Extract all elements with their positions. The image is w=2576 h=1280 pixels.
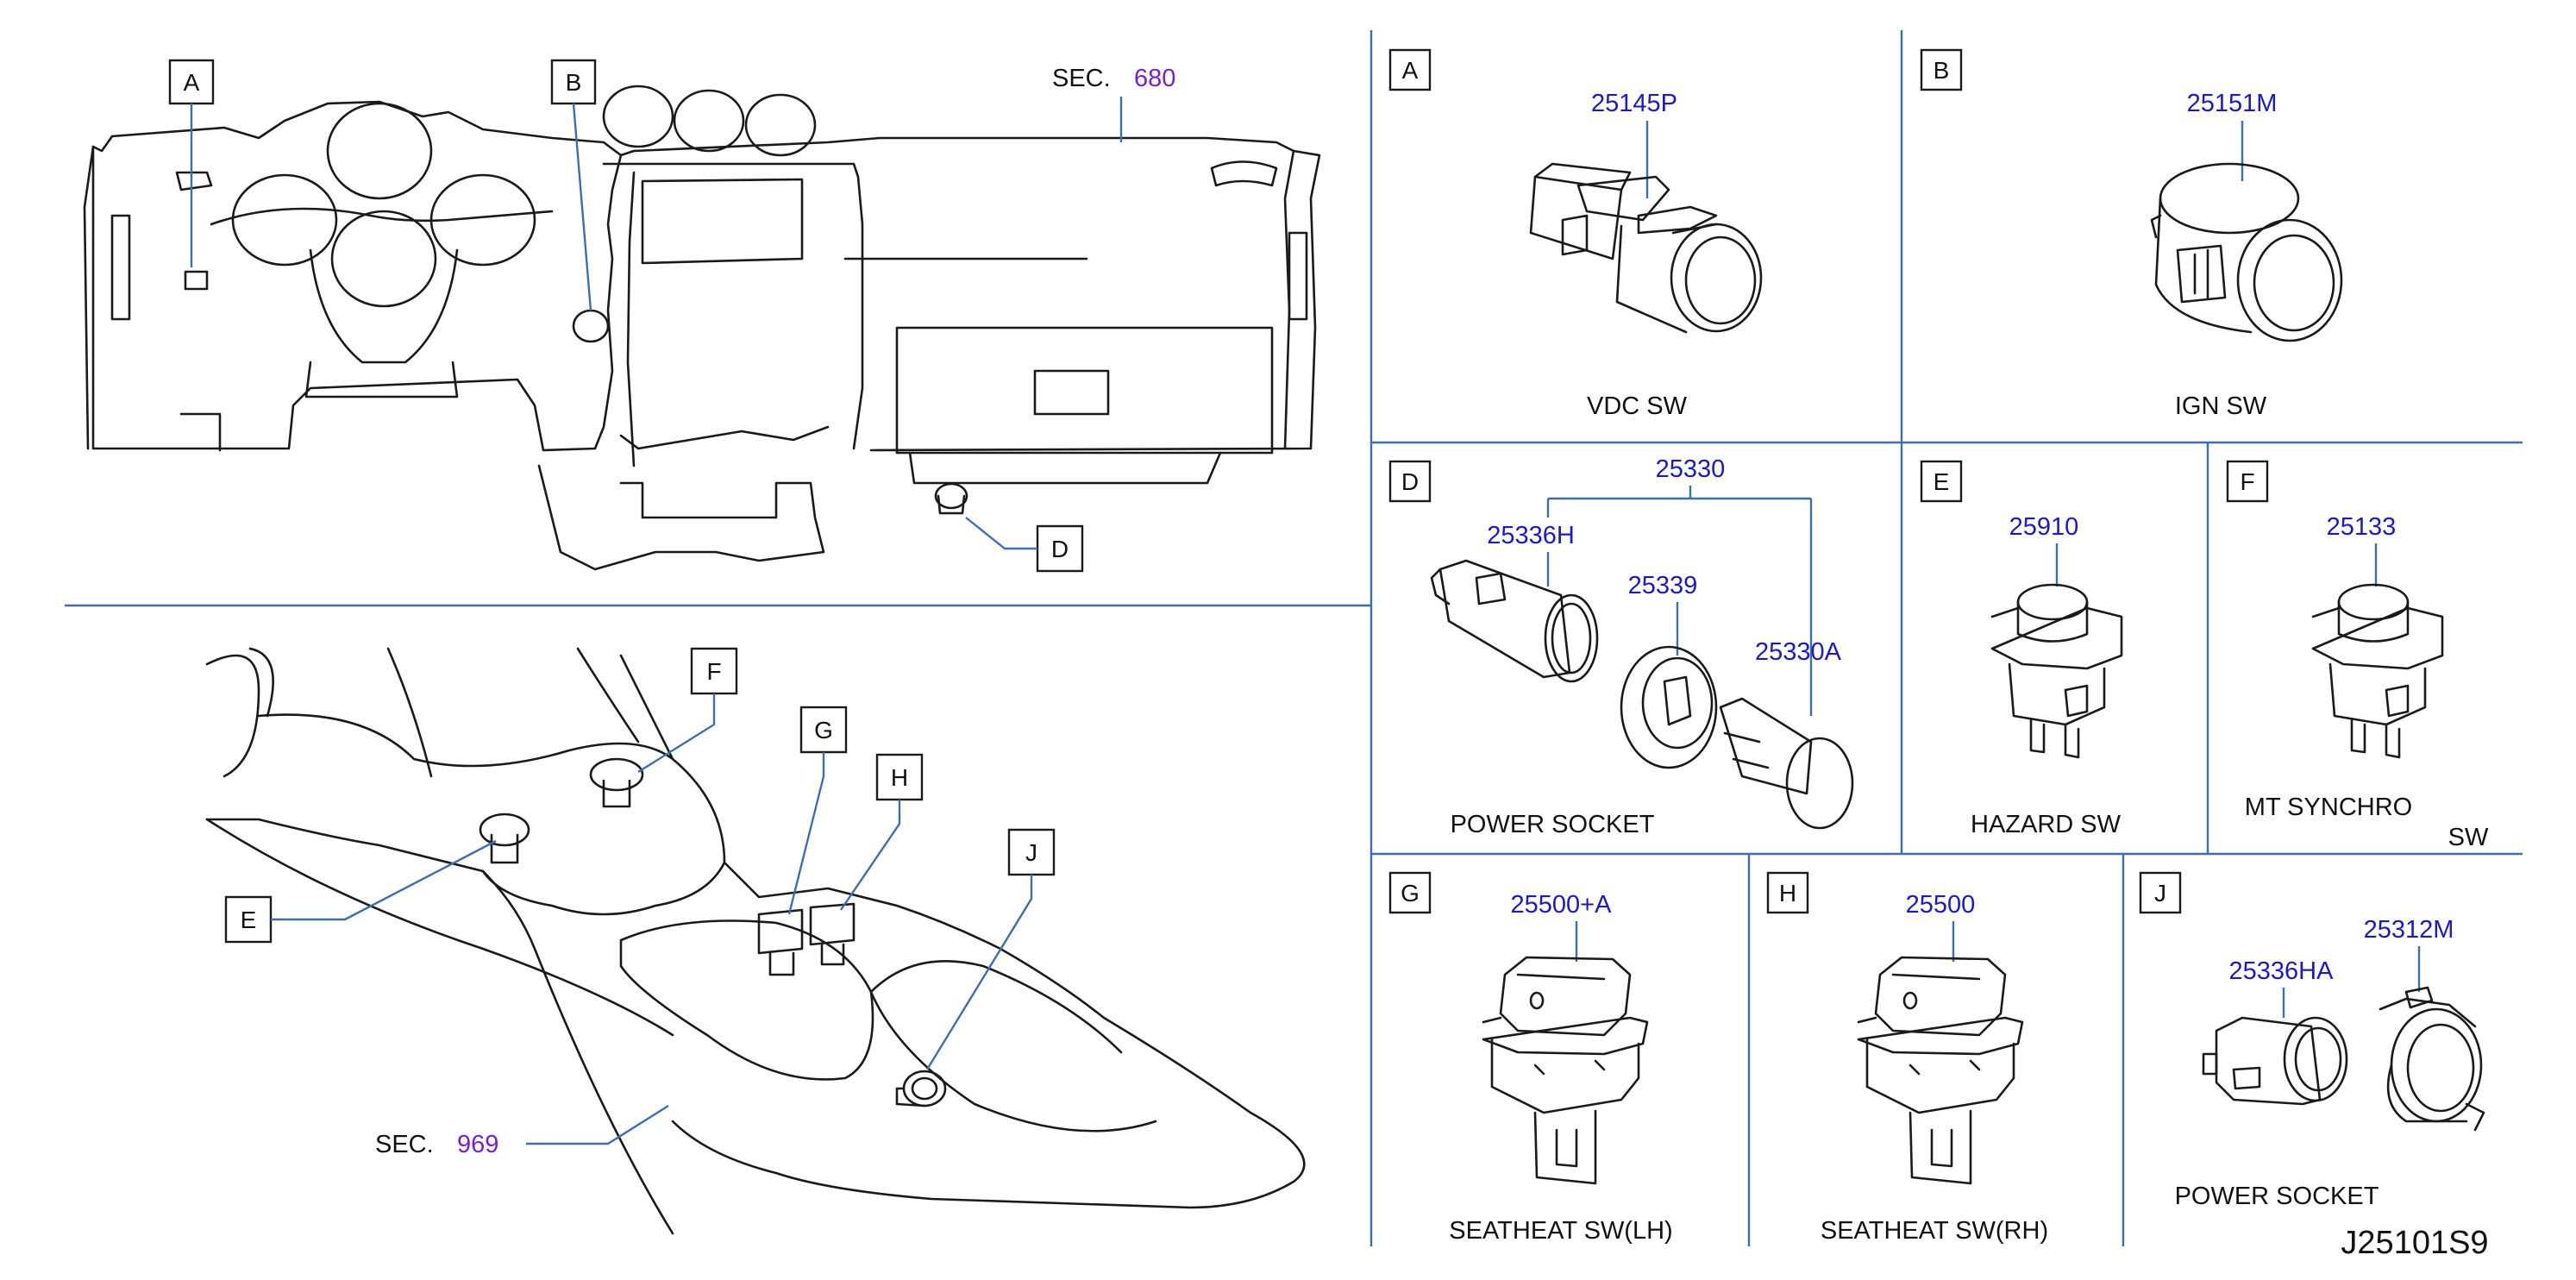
sec-969-number: 969 [457,1131,498,1158]
callout-E-letter: E [241,907,257,933]
panel-F-caption-line-1: MT SYNCHRO [2245,794,2412,821]
panel-J: J 25336HA 25312M POWER SOCKET [2139,871,2485,1210]
panel-H-letter: H [1779,880,1796,907]
panel-G-caption: SEATHEAT SW(LH) [1449,1217,1672,1245]
panel-D-group-number: 25330 [1656,455,1726,483]
panel-B: B 25151M IGN SW [1920,48,2343,420]
panel-E-part-number: 25910 [2009,513,2079,541]
panel-D-part-1: 25336H [1487,522,1575,549]
panel-E: E 25910 HAZARD SW [1920,460,2123,838]
callout-G-letter: G [814,717,833,744]
callout-E: E [224,839,497,944]
panel-G: G 25500+A SEATHEAT SW(LH) [1388,871,1673,1245]
callout-D: D [965,517,1084,573]
diagram-number: J25101S9 [2341,1225,2488,1261]
sec-680-label: SEC. [1052,65,1111,92]
callout-D-letter: D [1051,536,1069,562]
panel-F-letter: F [2240,468,2254,495]
sec-969-label: SEC. [375,1131,434,1158]
console-drawing [205,647,1306,1235]
panel-H-caption: SEATHEAT SW(RH) [1821,1217,2048,1245]
panel-B-part-number: 25151M [2187,90,2278,117]
panel-A-letter: A [1402,57,1419,84]
panel-E-caption: HAZARD SW [1971,811,2122,838]
callout-H: H [840,753,924,911]
panel-D-part-2: 25339 [1628,572,1698,599]
panel-B-letter: B [1934,57,1950,84]
panel-D-part-3: 25330A [1755,638,1842,666]
panel-E-letter: E [1934,468,1950,495]
callout-J-letter: J [1025,839,1037,866]
panel-dividers [65,30,2523,1246]
panel-B-caption: IGN SW [2175,392,2267,420]
panel-J-part-1: 25336HA [2229,957,2335,985]
panel-J-letter: J [2154,880,2166,907]
callout-B: B [550,59,597,311]
panel-J-caption: POWER SOCKET [2175,1183,2379,1210]
panel-A: A 25145P VDC SW [1388,48,1763,420]
panel-G-letter: G [1401,880,1420,907]
panel-F-caption-line-2: SW [2448,824,2489,851]
panel-F-part-number: 25133 [2327,513,2397,541]
callout-F-letter: F [706,658,721,685]
panel-D: D 25330 25336H 25339 25330A POWER SOCKET [1388,455,1854,838]
panel-A-caption: VDC SW [1587,392,1688,420]
callout-A: A [168,59,215,267]
sec-969-reference: SEC. 969 [375,1104,669,1158]
panel-A-part-number: 25145P [1591,90,1677,117]
panel-H-part-number: 25500 [1906,891,1976,919]
callout-H-letter: H [891,764,908,791]
callout-B-letter: B [566,69,582,96]
panel-D-letter: D [1401,468,1419,495]
callout-G: G [787,706,848,915]
callout-A-letter: A [184,69,200,96]
panel-D-caption: POWER SOCKET [1451,811,1655,838]
callout-F: F [637,647,738,774]
sec-680-number: 680 [1134,65,1175,92]
callout-J: J [925,828,1056,1070]
sec-680-reference: SEC. 680 [1052,65,1175,142]
panel-H: H 25500 SEATHEAT SW(RH) [1766,871,2048,1245]
dashboard-drawing [83,85,1321,571]
panel-G-part-number: 25500+A [1511,891,1613,919]
panel-F: F 25133 MT SYNCHRO SW [2226,460,2489,851]
panel-J-part-2: 25312M [2364,916,2454,944]
